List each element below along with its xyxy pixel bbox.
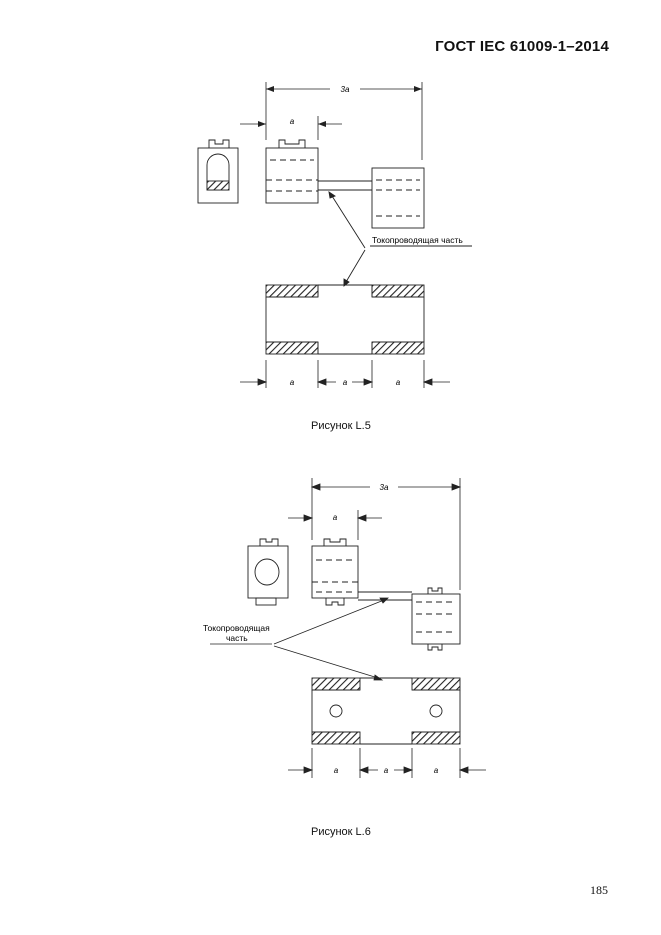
dimension-a-top <box>288 510 382 540</box>
plug-front-view <box>311 538 359 606</box>
figure-l5-caption: Рисунок L.5 <box>311 420 371 432</box>
bottom-assembly <box>265 284 425 355</box>
socket-block <box>371 167 425 229</box>
dim-3a-label: 3a <box>341 85 350 94</box>
page-number: 185 <box>590 883 608 897</box>
live-part-leader <box>328 191 472 287</box>
plug-front-view <box>265 139 319 204</box>
dim-a-right-label: a <box>434 766 439 775</box>
plug-side-view <box>247 538 289 606</box>
dim-3a-label: 3a <box>380 483 389 492</box>
figure-l5: 3a a <box>0 0 661 450</box>
figure-l6: 3a a <box>0 450 661 870</box>
socket-block <box>411 587 461 651</box>
dimension-a-bottom <box>288 748 486 778</box>
dim-a-top-label: a <box>290 117 295 126</box>
dimension-a-bottom <box>240 360 450 388</box>
bottom-assembly <box>311 677 461 745</box>
figure-l6-caption: Рисунок L.6 <box>311 826 371 838</box>
dim-a-top-label: a <box>333 513 338 522</box>
live-part-label: Токопроводящая часть <box>372 235 463 245</box>
dimension-a-top <box>240 116 342 140</box>
dim-a-left-label: a <box>334 766 339 775</box>
plug-side-view <box>197 139 239 204</box>
dim-a-mid-label: a <box>384 766 389 775</box>
dim-a-left-label: a <box>290 378 295 387</box>
dim-a-mid-label: a <box>343 378 348 387</box>
live-part-leader <box>210 597 389 681</box>
dim-a-right-label: a <box>396 378 401 387</box>
live-part-label-line1: Токопроводящая <box>203 623 270 633</box>
figure-l6-drawing: 3a a <box>203 478 486 778</box>
standard-header: ГОСТ IEC 61009-1–2014 <box>435 38 609 55</box>
dimension-3a <box>310 478 462 590</box>
figure-l5-drawing: 3a a <box>197 82 472 388</box>
dimension-3a <box>265 82 423 160</box>
live-part-label-line2: часть <box>226 633 248 643</box>
